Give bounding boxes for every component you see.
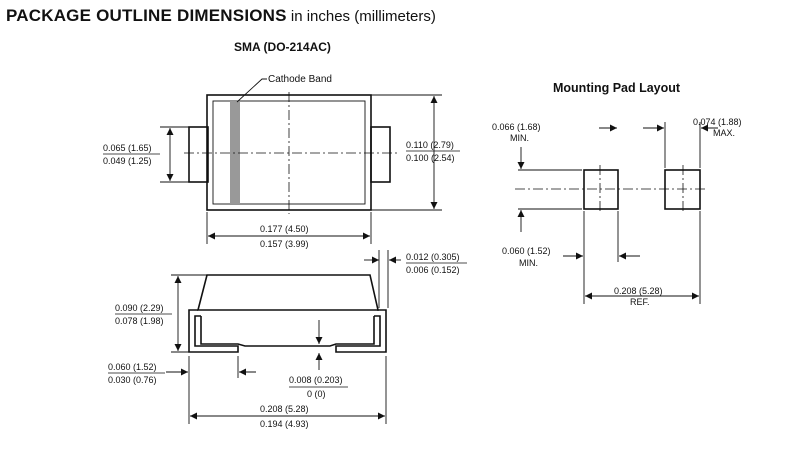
pad-span-qual: REF.	[630, 297, 650, 307]
pad-height-value: 0.066 (1.68)	[492, 122, 541, 132]
body-height-min: 0.100 (2.54)	[406, 153, 455, 163]
pad-layout-title: Mounting Pad Layout	[553, 81, 681, 95]
lead-left	[188, 126, 209, 183]
standoff-min: 0 (0)	[307, 389, 326, 399]
lead-thickness-max: 0.012 (0.305)	[406, 252, 460, 262]
lead-right	[370, 126, 391, 183]
pad-width-value: 0.074 (1.88)	[693, 117, 742, 127]
page-header: PACKAGE OUTLINE DIMENSIONS in inches (mi…	[6, 6, 436, 26]
pad-right	[664, 169, 701, 210]
package-label: SMA (DO-214AC)	[234, 40, 331, 54]
cathode-band-label: Cathode Band	[268, 74, 332, 85]
lead-length-max: 0.060 (1.52)	[108, 362, 157, 372]
body-height-max: 0.110 (2.79)	[406, 140, 454, 150]
pad-left	[583, 169, 619, 210]
lead-thickness-min: 0.006 (0.152)	[406, 265, 460, 275]
lead-height-max: 0.065 (1.65)	[103, 143, 152, 153]
side-body	[196, 274, 380, 311]
body-length-max: 0.177 (4.50)	[260, 224, 309, 234]
pad-width-qual: MAX.	[713, 128, 735, 138]
pad-gap-value: 0.060 (1.52)	[502, 246, 551, 256]
side-lead-left	[188, 309, 239, 353]
pad-height-qual: MIN.	[510, 133, 529, 143]
total-height-max: 0.090 (2.29)	[115, 303, 164, 313]
body-length-min: 0.157 (3.99)	[260, 239, 309, 249]
total-height-min: 0.078 (1.98)	[115, 316, 164, 326]
lead-length-min: 0.030 (0.76)	[108, 375, 157, 385]
overall-length-min: 0.194 (4.93)	[260, 419, 309, 429]
cathode-band	[230, 101, 240, 204]
lead-height-min: 0.049 (1.25)	[103, 156, 152, 166]
cathode-leader	[236, 78, 267, 103]
side-view: 0.012 (0.305) 0.006 (0.152) 0.090 (2.29)…	[108, 250, 467, 429]
header-units: in inches (millimeters)	[286, 8, 436, 25]
overall-length-max: 0.208 (5.28)	[260, 404, 309, 414]
pad-gap-qual: MIN.	[519, 258, 538, 268]
top-view: Cathode Band 0.065 (1.65) 0.049 (1.25) 0…	[103, 74, 460, 249]
header-title: PACKAGE OUTLINE DIMENSIONS	[6, 6, 287, 25]
pad-layout: 0.066 (1.68) MIN. 0.074 (1.88) MAX. 0.06…	[492, 117, 742, 307]
pad-span-value: 0.208 (5.28)	[614, 286, 663, 296]
side-body-bottom	[200, 316, 375, 347]
standoff-max: 0.008 (0.203)	[289, 375, 343, 385]
side-lead-right	[335, 309, 387, 353]
